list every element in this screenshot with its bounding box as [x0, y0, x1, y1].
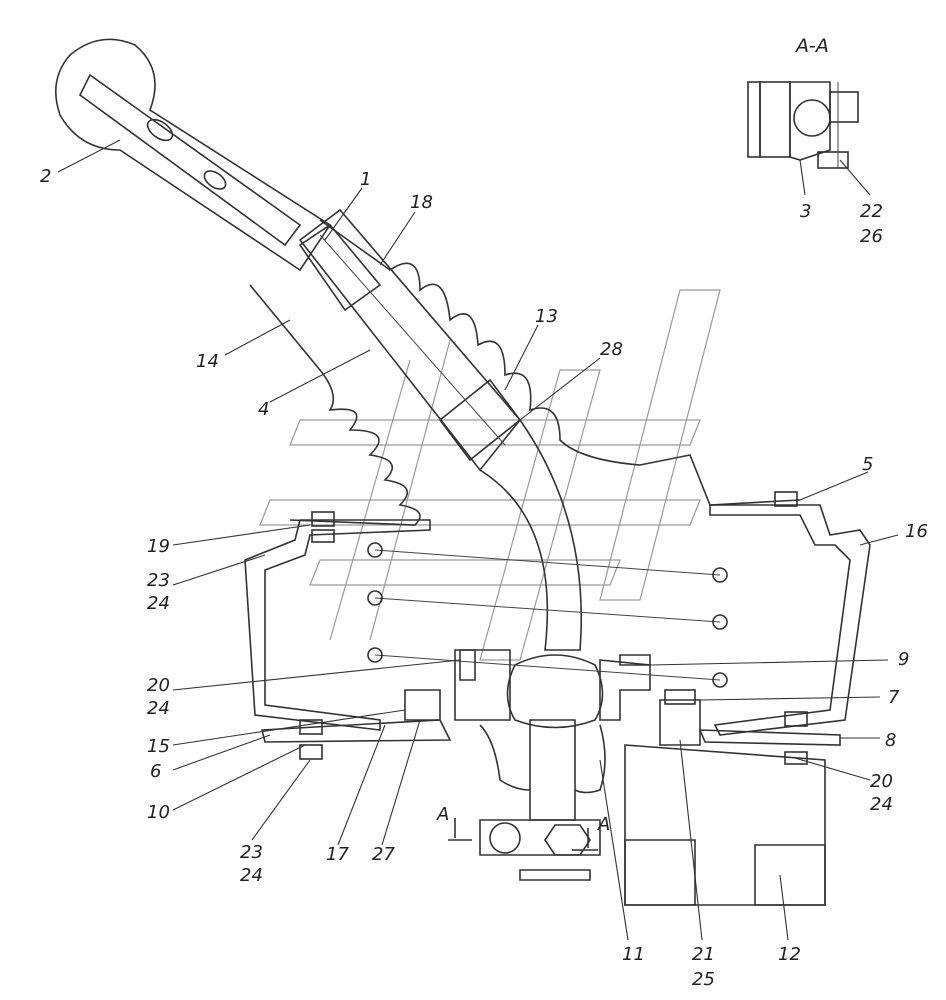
leader-lines	[57, 139, 899, 941]
label-12: 12	[778, 944, 801, 965]
label-14: 14	[196, 351, 219, 372]
label-24-upper: 24	[147, 593, 170, 614]
watermark	[259, 289, 721, 661]
springs	[367, 542, 728, 688]
label-3: 3	[800, 201, 811, 222]
label-20-left: 20	[147, 675, 170, 696]
shift-lever	[298, 208, 583, 651]
housing	[244, 504, 871, 746]
bellows-boot	[249, 219, 801, 526]
label-19: 19	[147, 536, 170, 557]
label-18: 18	[410, 192, 433, 213]
ball-joint-assembly	[404, 649, 701, 856]
label-16: 16	[905, 521, 928, 542]
label-23-upper: 23	[147, 570, 170, 591]
label-17: 17	[326, 844, 349, 865]
cutting-plane-label-right: A	[597, 814, 610, 835]
label-25: 25	[692, 969, 715, 990]
label-2: 2	[40, 166, 51, 187]
shift-knob	[54, 38, 332, 272]
label-22: 22	[860, 201, 883, 222]
label-21: 21	[692, 944, 715, 965]
label-27: 27	[372, 844, 395, 865]
label-4: 4	[258, 399, 269, 420]
label-24-lower: 24	[240, 865, 263, 886]
label-15: 15	[147, 736, 170, 757]
section-a-a-detail	[747, 81, 859, 169]
cutting-plane-markers	[448, 818, 598, 851]
label-28: 28	[600, 339, 623, 360]
label-5: 5	[862, 454, 873, 475]
label-26: 26	[860, 226, 883, 247]
label-6: 6	[150, 761, 161, 782]
base-bracket	[519, 744, 826, 906]
label-1: 1	[360, 169, 371, 190]
label-24-left: 24	[147, 698, 170, 719]
section-title: A-A	[794, 35, 829, 57]
cutting-plane-label-left: A	[436, 804, 449, 825]
label-24-right: 24	[870, 794, 893, 815]
labels: A-A 3 22 26 2 1 18 13 28 14 4 5 16 19 23…	[40, 35, 928, 990]
label-10: 10	[147, 802, 170, 823]
label-9: 9	[898, 649, 909, 670]
label-11: 11	[622, 944, 645, 965]
label-20-right: 20	[870, 771, 893, 792]
label-7: 7	[888, 687, 900, 708]
label-23-lower: 23	[240, 842, 263, 863]
label-13: 13	[535, 306, 558, 327]
label-8: 8	[885, 730, 896, 751]
bolts	[299, 491, 808, 765]
